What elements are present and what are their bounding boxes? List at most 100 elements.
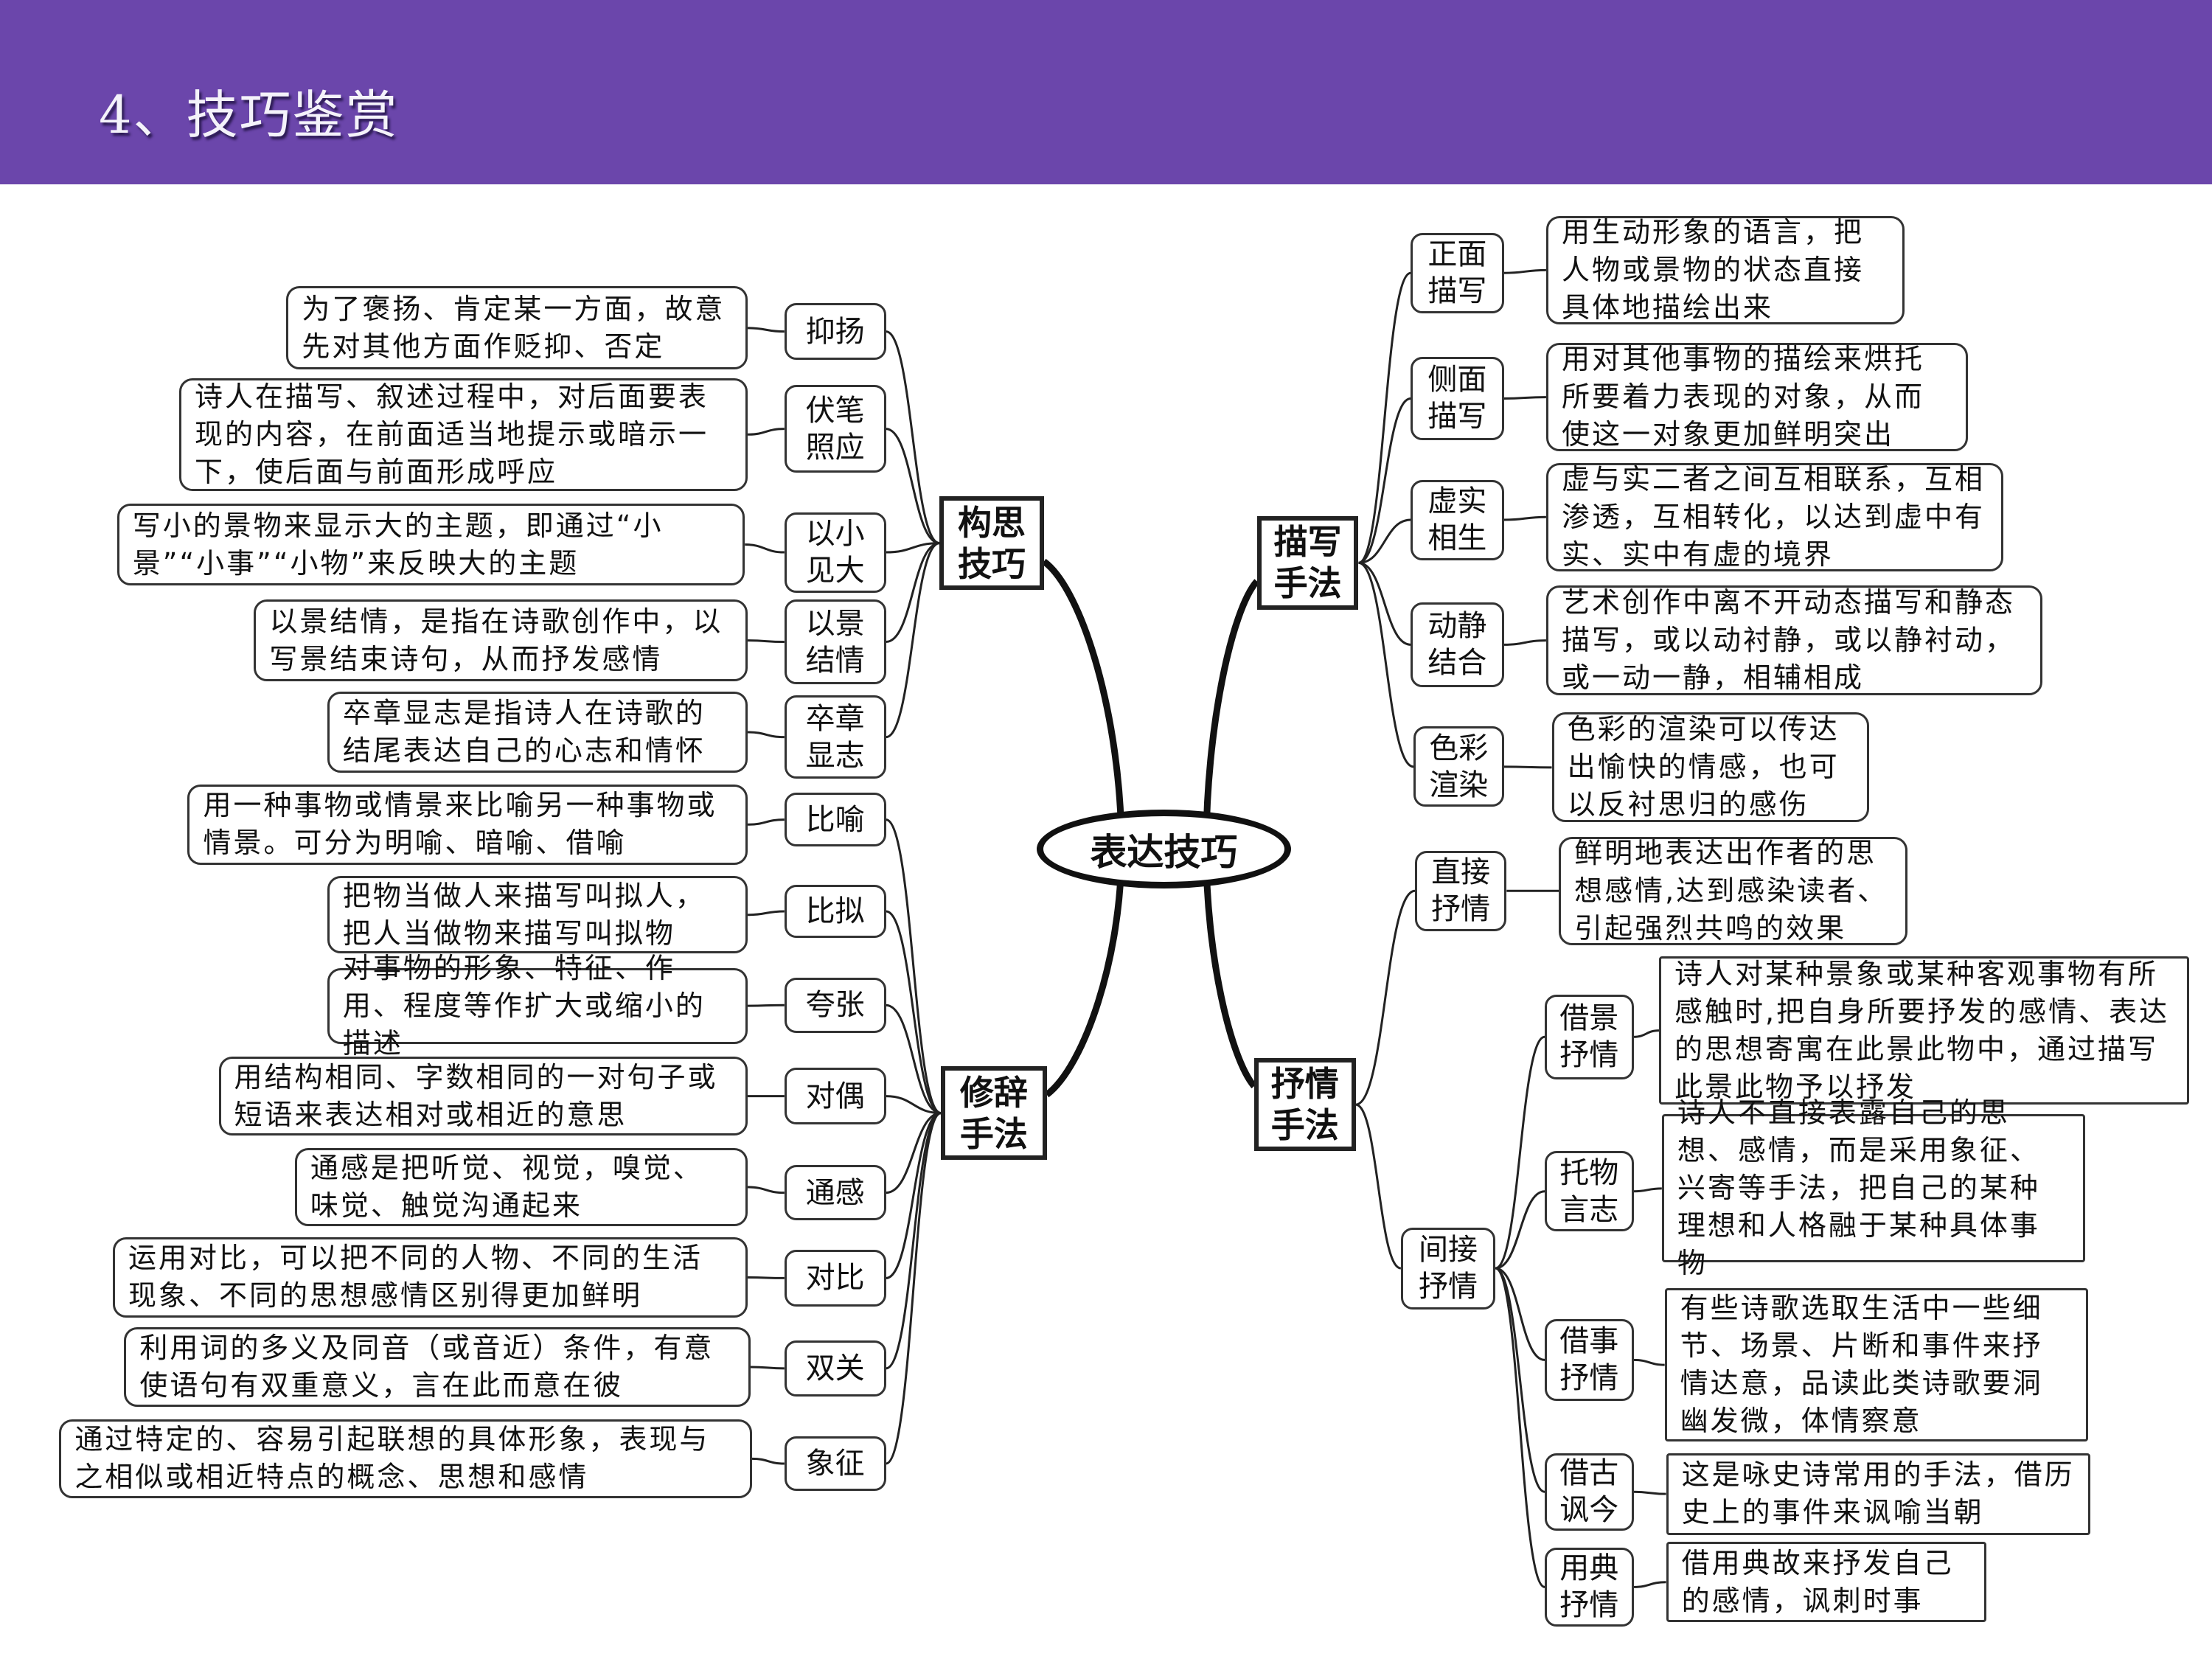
technique-description: 把物当做人来描写叫拟人，把人当做物来描写叫拟物 xyxy=(327,876,748,954)
detail-connector xyxy=(1633,1029,1660,1038)
technique-label: 通感 xyxy=(784,1165,886,1220)
technique-label: 伏笔照应 xyxy=(784,385,886,473)
detail-connector xyxy=(748,1276,785,1279)
technique-label: 夸张 xyxy=(784,977,886,1033)
branch-connector xyxy=(1358,518,1411,564)
branch-connector xyxy=(886,1112,942,1279)
sub-branch-connector xyxy=(1495,1267,1545,1588)
branch-0-title: 构思技巧 xyxy=(939,496,1044,590)
branch-connector xyxy=(886,1112,942,1370)
technique-label: 托物言志 xyxy=(1545,1151,1634,1232)
detail-connector xyxy=(748,910,785,917)
technique-label: 直接抒情 xyxy=(1415,850,1507,931)
technique-description: 用对其他事物的描绘来烘托所要着力表现的对象，从而使这一对象更加鲜明突出 xyxy=(1545,342,1968,452)
technique-description: 运用对比，可以把不同的人物、不同的生活现象、不同的思想感情区别得更加鲜明 xyxy=(113,1237,748,1318)
technique-description: 对事物的形象、特征、作用、程度等作扩大或缩小的描述 xyxy=(327,952,748,1060)
technique-label: 动静结合 xyxy=(1411,602,1504,687)
detail-connector xyxy=(1633,1358,1665,1366)
technique-label: 用典抒情 xyxy=(1545,1547,1634,1627)
detail-connector xyxy=(745,543,785,554)
technique-label: 间接抒情 xyxy=(1400,1227,1496,1310)
technique-description: 用一种事物或情景来比喻另一种事物或情景。可分为明喻、暗喻、借喻 xyxy=(187,784,748,865)
branch-connector xyxy=(885,818,942,1115)
technique-description: 诗人不直接表露自己的思想、感情，而是采用象征、兴寄等手法，把自己的某种理想和人格… xyxy=(1661,1096,2085,1279)
technique-label: 侧面描写 xyxy=(1411,357,1504,440)
branch-2-title: 描写手法 xyxy=(1256,516,1359,610)
technique-label: 色彩渲染 xyxy=(1413,726,1504,807)
main-branch-line xyxy=(1203,579,1260,849)
branch-connector xyxy=(1358,561,1411,646)
technique-description: 虚与实二者之间互相联系，互相渗透，互相转化，以达到虚中有实、实中有虚的境界 xyxy=(1545,462,2003,571)
detail-connector xyxy=(1633,1581,1666,1588)
detail-connector xyxy=(748,1186,785,1194)
branch-connector xyxy=(886,428,940,545)
technique-description: 利用词的多义及同音（或音近）条件，有意使语句有双重意义，言在此而意在彼 xyxy=(124,1327,751,1407)
technique-label: 借景抒情 xyxy=(1545,994,1634,1079)
sub-branch-connector xyxy=(1495,1267,1545,1493)
detail-connector xyxy=(748,639,785,644)
detail-connector xyxy=(748,1004,785,1007)
technique-label: 比喻 xyxy=(784,793,886,846)
technique-label: 虚实相生 xyxy=(1411,479,1504,560)
branch-1-title: 修辞手法 xyxy=(941,1066,1047,1160)
detail-connector xyxy=(748,818,785,826)
technique-label: 借事抒情 xyxy=(1545,1318,1634,1401)
technique-description: 借用典故来抒发自己的感情，讽刺时事 xyxy=(1666,1542,1986,1623)
technique-label: 卒章显志 xyxy=(784,695,886,779)
detail-connector xyxy=(1633,1187,1662,1193)
sub-branch-connector xyxy=(1495,1267,1545,1361)
branch-3-title: 抒情手法 xyxy=(1253,1057,1356,1152)
branch-connector xyxy=(886,542,940,739)
detail-connector xyxy=(1503,639,1546,646)
technique-description: 为了褒扬、肯定某一方面，故意先对其他方面作贬抑、否定 xyxy=(286,286,748,370)
sub-branch-connector xyxy=(1495,1190,1545,1270)
technique-description: 色彩的渲染可以传达出愉快的情感，也可以反衬思归的感伤 xyxy=(1551,712,1870,823)
technique-label: 抑扬 xyxy=(784,303,886,360)
technique-label: 借古讽今 xyxy=(1545,1453,1634,1531)
detail-connector xyxy=(748,731,785,739)
technique-description: 以景结情，是指在诗歌创作中，以写景结束诗句，从而抒发感情 xyxy=(254,599,748,682)
technique-description: 有些诗歌选取生活中一些细节、场景、片断和事件来抒情达意，品读此类诗歌要洞幽发微，… xyxy=(1664,1287,2088,1442)
header-bar: 4、技巧鉴赏 xyxy=(0,0,2212,184)
branch-connector xyxy=(885,1112,942,1465)
detail-connector xyxy=(1503,268,1546,274)
technique-description: 卒章显志是指诗人在诗歌的结尾表达自己的心志和情怀 xyxy=(327,691,748,773)
technique-description: 这是咏史诗常用的手法，借历史上的事件来讽喻当朝 xyxy=(1666,1453,2091,1535)
branch-connector xyxy=(1358,561,1414,768)
main-branch-line xyxy=(1042,558,1125,849)
detail-connector xyxy=(1503,396,1546,400)
branch-connector xyxy=(886,1004,942,1115)
detail-connector xyxy=(748,327,785,333)
technique-label: 对偶 xyxy=(784,1068,886,1124)
technique-label: 象征 xyxy=(784,1436,886,1492)
technique-description: 诗人在描写、叙述过程中，对后面要表现的内容，在前面适当地提示或暗示一下，使后面与… xyxy=(178,378,748,491)
branch-connector xyxy=(886,910,942,1115)
detail-connector xyxy=(1633,1490,1666,1495)
technique-description: 用生动形象的语言，把人物或景物的状态直接具体地描绘出来 xyxy=(1545,215,1905,325)
technique-description: 鲜明地表达出作者的思想感情,达到感染读者、引起强烈共鸣的效果 xyxy=(1559,836,1907,945)
technique-description: 通感是把听觉、视觉，嗅觉、味觉、触觉沟通起来 xyxy=(294,1148,748,1226)
technique-description: 艺术创作中离不开动态描写和静态描写，或以动衬静，或以静衬动，或一动一静，相辅相成 xyxy=(1545,585,2043,696)
branch-connector xyxy=(886,542,940,644)
detail-connector xyxy=(1503,765,1552,769)
branch-connector xyxy=(1355,889,1416,1106)
branch-connector xyxy=(1358,397,1411,564)
technique-description: 用结构相同、字数相同的一对句子或短语来表达相对或相近的意思 xyxy=(218,1057,748,1136)
detail-connector xyxy=(1503,515,1546,521)
technique-label: 以小见大 xyxy=(784,512,886,593)
slide-title: 4、技巧鉴赏 xyxy=(99,85,399,145)
central-topic: 表达技巧 xyxy=(1037,810,1291,889)
branch-connector xyxy=(886,330,940,545)
sub-branch-connector xyxy=(1495,1035,1545,1270)
technique-label: 以景结情 xyxy=(784,599,886,684)
technique-label: 正面描写 xyxy=(1411,232,1504,313)
main-branch-line xyxy=(1044,849,1125,1098)
technique-label: 比拟 xyxy=(784,884,886,939)
branch-connector xyxy=(886,1095,942,1115)
branch-connector xyxy=(1355,1103,1402,1270)
detail-connector xyxy=(748,428,785,436)
branch-connector xyxy=(886,542,940,554)
detail-connector xyxy=(751,1457,785,1465)
